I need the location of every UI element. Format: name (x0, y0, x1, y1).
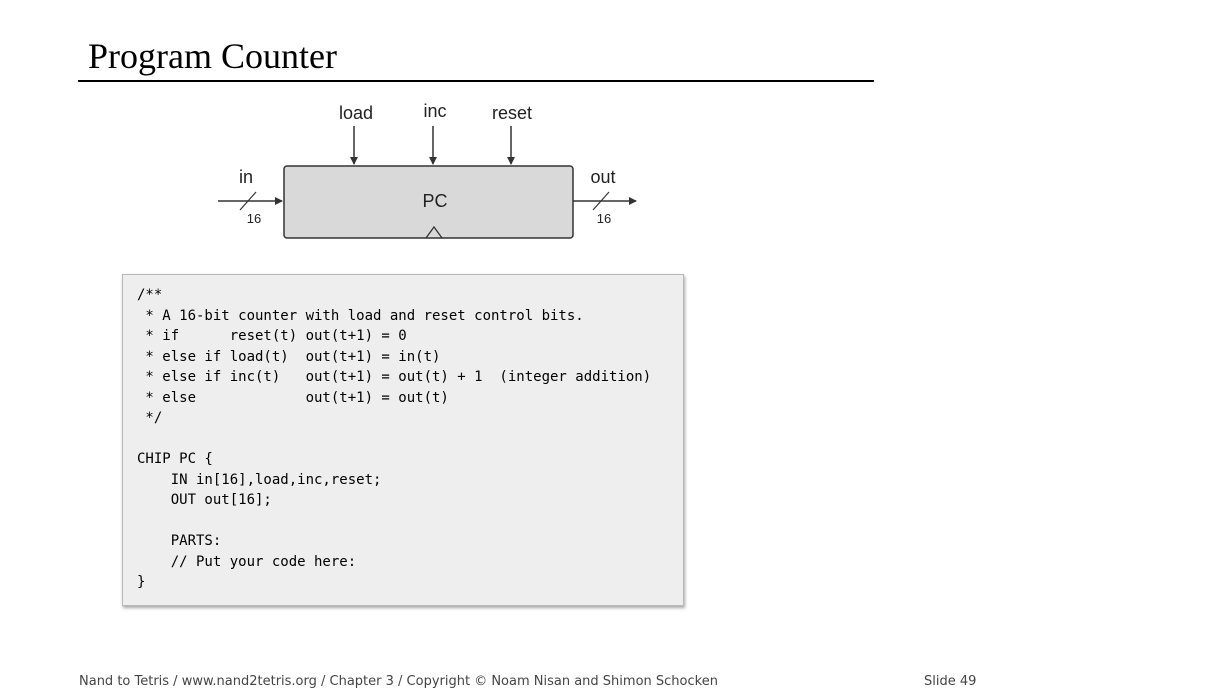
slide-number: Slide 49 (924, 674, 977, 689)
input-bus-slash (239, 191, 257, 211)
chip-label: PC (422, 191, 447, 211)
footer-credit: Nand to Tetris / www.nand2tetris.org / C… (79, 674, 718, 689)
hdl-code: /** * A 16-bit counter with load and res… (137, 287, 652, 590)
title-underline (78, 80, 874, 82)
input-width-label: 16 (247, 211, 261, 226)
output-bus-slash (592, 191, 610, 211)
load-label: load (339, 103, 373, 123)
input-label: in (239, 167, 253, 187)
output-width-label: 16 (597, 211, 611, 226)
slide-title: Program Counter (88, 36, 337, 76)
inc-label: inc (423, 101, 446, 121)
clock-triangle (425, 225, 443, 239)
pc-chip-box (283, 165, 574, 239)
reset-label: reset (492, 103, 532, 123)
hdl-code-box: /** * A 16-bit counter with load and res… (122, 274, 684, 606)
output-label: out (590, 167, 615, 187)
